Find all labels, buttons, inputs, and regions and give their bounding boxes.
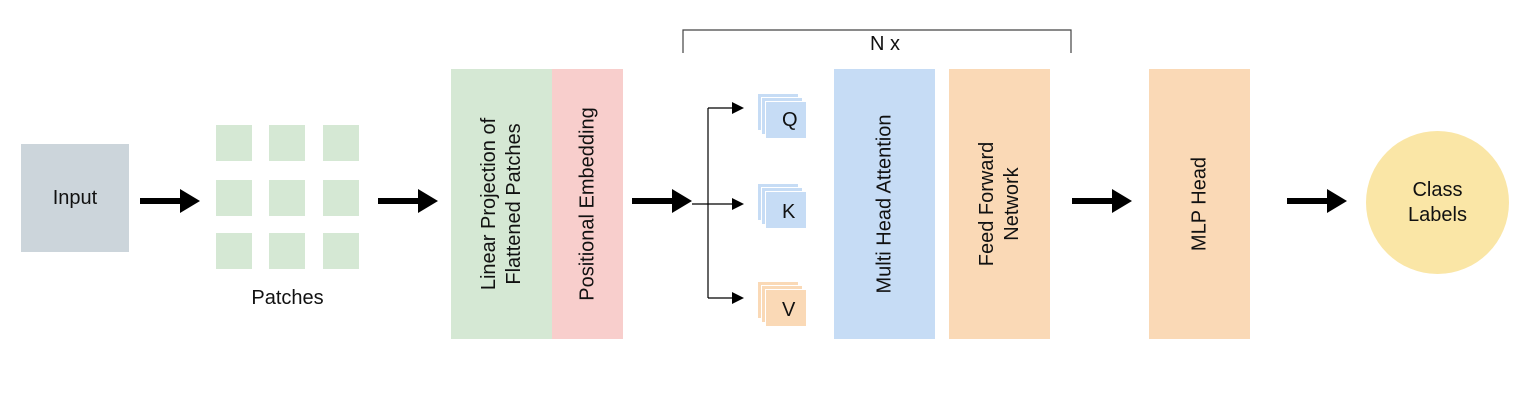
patch: [269, 233, 305, 269]
patch: [269, 180, 305, 216]
repeat-bracket: [682, 29, 1072, 53]
positional-embedding-block: Positional Embedding: [552, 69, 623, 339]
mlp-head-block: MLP Head: [1149, 69, 1250, 339]
branch-arrowhead: [732, 198, 744, 210]
feed-forward-block: Feed Forward Network: [949, 69, 1050, 339]
branch-arrowhead: [732, 292, 744, 304]
flow-arrow: [1287, 189, 1347, 213]
flow-arrow: [140, 189, 200, 213]
repeat-label: N x: [870, 33, 900, 55]
patch: [216, 125, 252, 161]
qkv-branch: [692, 107, 734, 299]
patch: [216, 233, 252, 269]
patch: [323, 125, 359, 161]
multi-head-attention-block: Multi Head Attention: [834, 69, 935, 339]
patch: [269, 125, 305, 161]
patch: [216, 180, 252, 216]
patches-label: Patches: [251, 287, 324, 309]
class-labels-label: Class Labels: [1408, 178, 1467, 226]
class-labels-circle: Class Labels: [1366, 131, 1509, 274]
input-label: Input: [52, 186, 98, 209]
branch-arrowhead: [732, 102, 744, 114]
patch: [323, 180, 359, 216]
flow-arrow: [378, 189, 438, 213]
key-label: K: [782, 201, 796, 223]
flow-arrow: [1072, 189, 1132, 213]
value-label: V: [782, 299, 796, 321]
flow-arrow: [632, 189, 692, 213]
query-label: Q: [782, 109, 798, 131]
linear-projection-block: Linear Projection of Flattened Patches: [451, 69, 552, 339]
patch: [323, 233, 359, 269]
input-box: Input: [21, 144, 129, 252]
